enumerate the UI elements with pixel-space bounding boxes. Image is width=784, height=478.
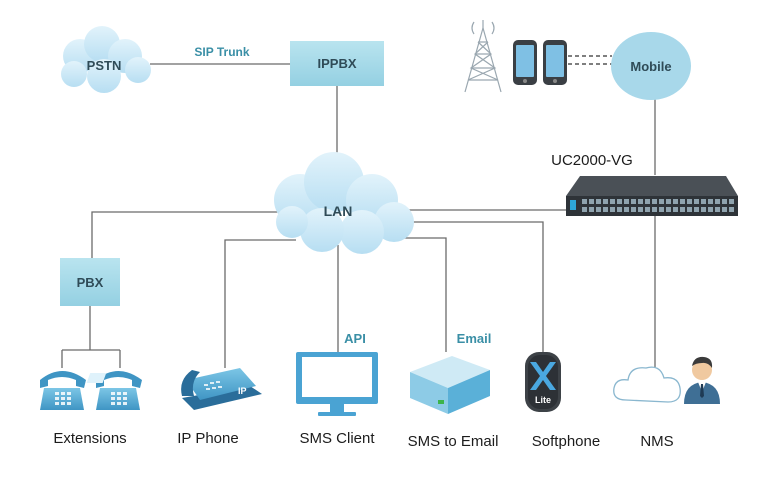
softphone-badge: Lite (535, 395, 551, 405)
gateway-port (729, 207, 734, 212)
gateway-port (617, 199, 622, 204)
telephone-icon (96, 371, 142, 410)
pstn-cloud-icon (61, 26, 151, 93)
email-label: Email (457, 331, 492, 346)
gateway-port (694, 199, 699, 204)
gateway-port (708, 199, 713, 204)
telephone-icon (40, 371, 86, 410)
cloud-icon (613, 366, 681, 403)
gateway-port (645, 199, 650, 204)
tower-icon (464, 20, 502, 93)
wireless-links (568, 55, 612, 65)
sms-to-email-label: SMS to Email (408, 433, 499, 450)
gateway-port (589, 199, 594, 204)
gateway-port (645, 207, 650, 212)
nms-label: NMS (640, 433, 673, 450)
api-label: API (344, 331, 366, 346)
extensions-label: Extensions (53, 430, 126, 447)
ip-phone-icon: IP (86, 368, 262, 410)
gateway-port (729, 199, 734, 204)
gateway-port (589, 207, 594, 212)
gateway-port (624, 199, 629, 204)
gateway-port (596, 207, 601, 212)
softphone-app-icon: Lite (525, 352, 561, 412)
ippbx-box (290, 41, 384, 86)
gateway-port (638, 199, 643, 204)
gateway-port (638, 207, 643, 212)
smartphone-icon (543, 40, 567, 85)
gateway-port (722, 207, 727, 212)
gateway-port (652, 199, 657, 204)
lan-cloud-icon (274, 152, 414, 254)
sms-client-label: SMS Client (299, 430, 375, 447)
gateway-port (610, 199, 615, 204)
gateway-port (596, 199, 601, 204)
link-lan-smsemail (392, 237, 447, 352)
gateway-port (666, 207, 671, 212)
email-server-icon (410, 356, 490, 414)
pbx-box (60, 258, 120, 306)
gateway-port (694, 207, 699, 212)
lan-label: LAN (324, 203, 353, 219)
gateway-port (631, 207, 636, 212)
pstn-label: PSTN (87, 58, 122, 73)
gateway-port (715, 207, 720, 212)
ip-phone-badge: IP (238, 386, 247, 396)
gateway-port (680, 207, 685, 212)
link-lan-ipphone (224, 239, 296, 368)
gateway-port (659, 207, 664, 212)
gateway-port (722, 199, 727, 204)
link-lan-softphone (400, 221, 544, 352)
gateway-port (603, 207, 608, 212)
monitor-icon (296, 352, 378, 416)
ip-phone-label: IP Phone (177, 430, 238, 447)
sip-trunk-label: SIP Trunk (194, 45, 249, 59)
mobile-label: Mobile (630, 59, 671, 74)
gateway-port (610, 207, 615, 212)
gateway-port (673, 199, 678, 204)
gateway-port (680, 199, 685, 204)
connection-lines (61, 63, 656, 368)
gateway-port (708, 207, 713, 212)
gateway-port (666, 199, 671, 204)
gateway-port (659, 199, 664, 204)
gateway-port (631, 199, 636, 204)
gateway-port (673, 207, 678, 212)
gateway-port (687, 199, 692, 204)
smartphone-icon (513, 40, 537, 85)
link-pbx-extensions (61, 306, 121, 368)
gateway-port (603, 199, 608, 204)
administrator-icon (684, 356, 720, 404)
link-lan-pbx (91, 211, 282, 258)
gateway-port (715, 199, 720, 204)
gateway-port (617, 207, 622, 212)
gateway-port (624, 207, 629, 212)
gateway-port (652, 207, 657, 212)
gateway-port (582, 199, 587, 204)
pbx-label: PBX (77, 275, 104, 290)
gateway-port (687, 207, 692, 212)
gateway-label: UC2000-VG (551, 152, 633, 169)
mobile-network-circle (611, 32, 691, 100)
gateway-port (582, 207, 587, 212)
gateway-device-icon (566, 176, 738, 216)
gateway-port (701, 199, 706, 204)
softphone-label: Softphone (532, 433, 600, 450)
gateway-port (701, 207, 706, 212)
ippbx-label: IPPBX (317, 56, 356, 71)
